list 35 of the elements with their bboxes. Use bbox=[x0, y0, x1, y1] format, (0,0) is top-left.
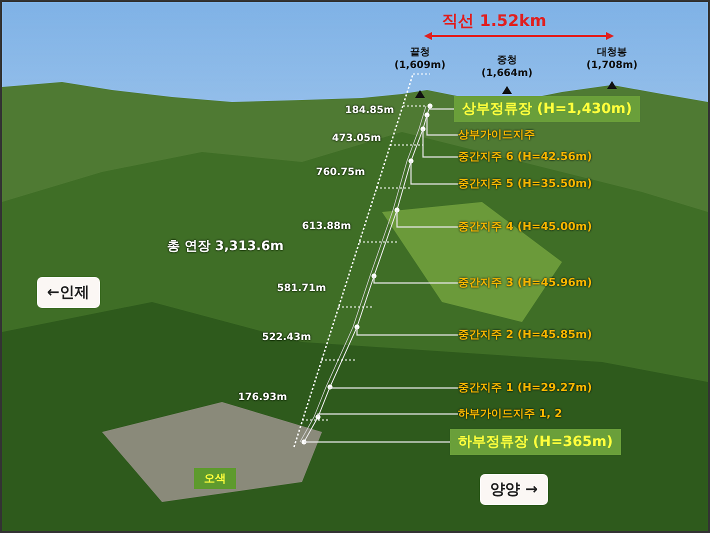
distance-label: 613.88m bbox=[302, 221, 352, 232]
peak-label: 중청 (1,664m) bbox=[480, 54, 534, 80]
leader-line bbox=[422, 129, 458, 158]
tower-label: 중간지주 2 (H=45.85m) bbox=[458, 328, 592, 342]
distance-label: 176.93m bbox=[238, 392, 288, 403]
distance-label: 581.71m bbox=[277, 283, 326, 294]
tower-label: 중간지주 6 (H=42.56m) bbox=[458, 150, 592, 164]
tower-label: 상부가이드지주 bbox=[458, 128, 535, 142]
leader-line bbox=[303, 441, 450, 443]
leader-line bbox=[356, 327, 458, 336]
tower-label: 중간지주 1 (H=29.27m) bbox=[458, 381, 592, 395]
tower-label: 중간지주 4 (H=45.00m) bbox=[458, 220, 592, 234]
span-label: 직선 1.52km bbox=[442, 11, 546, 32]
peak-label: 대청봉 (1,708m) bbox=[585, 46, 639, 72]
leader-line bbox=[429, 106, 454, 110]
peak-label: 끝청 (1,609m) bbox=[393, 46, 447, 72]
distance-label: 184.85m bbox=[345, 105, 394, 116]
leader-line bbox=[329, 386, 458, 389]
leader-line bbox=[410, 161, 458, 185]
distance-label: 522.43m bbox=[262, 332, 312, 343]
leader-line bbox=[373, 276, 458, 284]
direction-sign: ←인제 bbox=[37, 277, 100, 308]
total-length-label: 총 연장 3,313.6m bbox=[167, 238, 284, 255]
tower-label: 중간지주 3 (H=45.96m) bbox=[458, 276, 592, 290]
place-label: 오색 bbox=[194, 468, 236, 489]
station-label: 하부정류장 (H=365m) bbox=[450, 429, 621, 455]
leader-line bbox=[396, 210, 458, 228]
tower-label: 하부가이드지주 1, 2 bbox=[458, 407, 562, 421]
station-label: 상부정류장 (H=1,430m) bbox=[454, 96, 640, 122]
leader-line bbox=[426, 115, 458, 136]
distance-label: 473.05m bbox=[332, 133, 382, 144]
tower-label: 중간지주 5 (H=35.50m) bbox=[458, 177, 592, 191]
direction-sign: 양양 → bbox=[480, 474, 548, 505]
leader-line bbox=[317, 413, 458, 417]
distance-label: 760.75m bbox=[316, 167, 366, 178]
